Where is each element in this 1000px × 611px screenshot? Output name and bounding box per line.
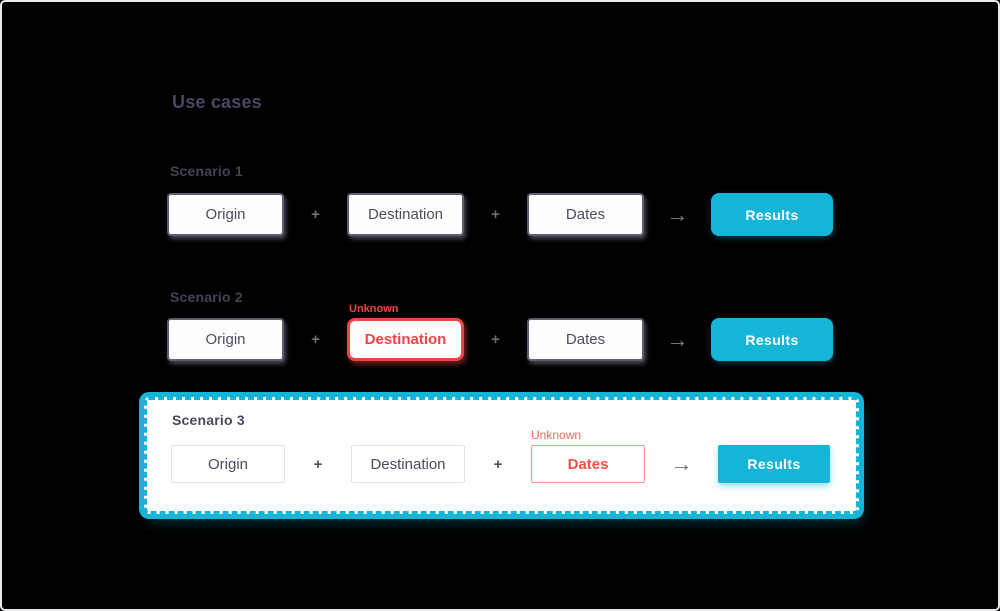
plus-icon: + [311, 331, 320, 348]
plus-icon: + [493, 455, 503, 473]
plus-icon: + [311, 206, 320, 223]
plus-icon: + [313, 455, 323, 473]
scenario-1-destination-chip[interactable]: Destination [347, 193, 464, 236]
page-title: Use cases [172, 92, 262, 112]
scenario-3-dates-chip-unknown[interactable]: Dates [531, 445, 645, 483]
scenario-1-results-button[interactable]: Results [711, 193, 833, 236]
scenario-1-label: Scenario 1 [170, 163, 243, 179]
scenario-1-row: Origin + Destination + Dates → Results [167, 193, 833, 236]
scenario-1-dates-chip[interactable]: Dates [527, 193, 644, 236]
scenario-2-dates-chip[interactable]: Dates [527, 318, 644, 361]
arrow-right-icon: → [666, 201, 689, 227]
scenario-3-results-button[interactable]: Results [718, 445, 830, 483]
plus-icon: + [491, 331, 500, 348]
scenario-3-origin-chip[interactable]: Origin [171, 445, 285, 483]
scenario-2-destination-chip-unknown[interactable]: Destination [347, 318, 464, 361]
scenario-2-results-button[interactable]: Results [711, 318, 833, 361]
plus-icon: + [491, 206, 500, 223]
arrow-right-icon: → [670, 451, 693, 476]
scenario-2-label: Scenario 2 [170, 289, 243, 305]
scenario-3-unknown-badge: Unknown [531, 428, 582, 442]
arrow-right-icon: → [666, 326, 689, 352]
scenario-2-origin-chip[interactable]: Origin [167, 318, 284, 361]
scenario-2-row: Origin + Destination + Dates → Results [167, 318, 833, 361]
scenario-3-label: Scenario 3 [172, 412, 245, 428]
scenario-1-origin-chip[interactable]: Origin [167, 193, 284, 236]
scenario-3-destination-chip[interactable]: Destination [351, 445, 465, 483]
scenario-2-unknown-badge: Unknown [349, 303, 399, 315]
scenario-3-row: Origin + Destination + Dates → Results [171, 445, 830, 483]
